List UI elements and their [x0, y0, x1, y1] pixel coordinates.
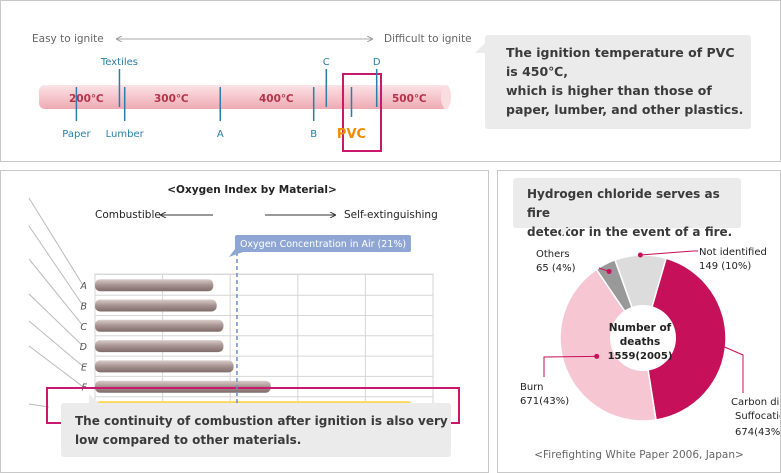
oxygen-fan-line-e	[28, 320, 84, 367]
oxygen-fan-line-pvc	[28, 403, 50, 408]
temperature-tube	[39, 85, 449, 109]
marker-label-b: B	[310, 129, 317, 140]
air-oxygen-label-pointer	[228, 249, 243, 257]
oxygen-index-panel: <Oxygen Index by Material> Combustible S…	[0, 170, 489, 473]
ignition-callout: The ignition temperature of PVC is 450℃,…	[475, 35, 751, 129]
pie-value-burn: 671(43%)	[520, 396, 569, 407]
oxygen-fan-line-b	[28, 225, 84, 306]
marker-label-textiles: Textiles	[100, 57, 138, 68]
pvc-highlight-box	[342, 73, 382, 152]
oxygen-category-label-d: D	[80, 342, 87, 353]
pie-label-carbon-dioxide-line2: Suffocation	[735, 411, 780, 422]
deaths-callout-line-1: Hydrogen chloride serves as fire	[527, 187, 720, 220]
ignition-panel: Easy to ignite Difficult to ignite 200℃ 3…	[0, 0, 781, 162]
ignition-callout-line-1: The ignition temperature of PVC	[506, 45, 735, 60]
oxygen-bar-f	[95, 380, 271, 393]
marker-label-c: C	[323, 57, 330, 68]
oxygen-bar-d	[95, 340, 224, 353]
temperature-tube-end	[441, 85, 451, 109]
oxygen-callout-line-2: low compared to other materials.	[75, 433, 302, 447]
pie-value-carbon-dioxide-suffocation: 674(43%)	[735, 427, 780, 438]
pie-leader-burn	[543, 355, 597, 377]
pie-center-label-3: 1559(2005)	[608, 351, 673, 362]
pie-center-label-1: Number of	[609, 322, 672, 334]
marker-label-a: A	[217, 129, 224, 140]
pie-value-others: 65 (4%)	[536, 263, 576, 274]
pie-slice-carbon-dioxide-suffocation	[642, 257, 727, 421]
oxygen-bar-a	[95, 279, 214, 292]
oxygen-fan-line-f	[28, 345, 84, 388]
marker-label-lumber: Lumber	[106, 129, 145, 140]
ignition-diagram: Easy to ignite Difficult to ignite 200℃ 3…	[32, 33, 471, 152]
marker-label-pvc: PVC	[337, 127, 366, 142]
pie-leader-carbon-dioxide-suffocation	[714, 342, 744, 393]
difficult-to-ignite-label: Difficult to ignite	[384, 33, 471, 45]
oxygen-fan-line-c	[28, 258, 84, 327]
oxygen-callout-line-1: The continuity of combustion after ignit…	[75, 414, 448, 428]
pie-center-label-2: deaths	[620, 336, 660, 348]
oxygen-fan-line-a	[28, 197, 84, 286]
oxygen-callout: The continuity of combustion after ignit…	[61, 394, 451, 457]
deaths-callout: Hydrogen chloride serves as fire detecto…	[513, 178, 741, 239]
oxygen-bar-e	[95, 360, 234, 373]
pie-slice-burn	[559, 268, 657, 422]
air-oxygen-label-box	[234, 235, 411, 252]
pie-leader-dot-others	[606, 268, 612, 274]
temp-label-300: 300℃	[154, 93, 189, 105]
pie-leader-dot-carbon-dioxide-suffocation	[711, 339, 717, 345]
ignition-callout-line-3: which is higher than those of	[506, 83, 712, 98]
oxygen-category-label-c: C	[80, 322, 87, 333]
self-extinguishing-label: Self-extinguishing	[344, 209, 438, 221]
pie-label-not-identified: Not identified	[699, 247, 767, 258]
marker-label-paper: Paper	[62, 129, 91, 140]
air-oxygen-label: Oxygen Concentration in Air (21%)	[240, 239, 406, 250]
ignition-callout-line-4: paper, lumber, and other plastics.	[506, 102, 744, 117]
combustible-label: Combustible	[95, 209, 161, 221]
oxygen-bar-b	[95, 299, 217, 312]
oxygen-fan-line-d	[28, 293, 84, 347]
temp-label-400: 400℃	[259, 93, 294, 105]
ignition-callout-line-2: is 450℃,	[506, 64, 569, 79]
deaths-pie-chart: Number of deaths 1559(2005) Not identifi…	[520, 247, 780, 461]
oxygen-category-label-a: A	[80, 281, 88, 292]
deaths-callout-line-2: detector in the event of a fire.	[527, 225, 733, 239]
pie-leader-not-identified	[640, 250, 698, 256]
oxygen-category-label-b: B	[80, 302, 87, 313]
deaths-panel: Hydrogen chloride serves as fire detecto…	[497, 170, 781, 473]
temp-label-500: 500℃	[392, 93, 427, 105]
oxygen-bar-c	[95, 319, 224, 332]
temp-label-200: 200℃	[69, 93, 104, 105]
oxygen-chart-title: <Oxygen Index by Material>	[167, 184, 337, 196]
pie-value-not-identified: 149 (10%)	[699, 261, 751, 272]
marker-label-d: D	[373, 57, 381, 68]
easy-to-ignite-label: Easy to ignite	[32, 33, 104, 45]
pie-leader-dot-not-identified	[637, 252, 643, 258]
pie-center-hole	[610, 305, 676, 371]
oxygen-category-label-e: E	[81, 362, 87, 373]
pie-label-burn: Burn	[520, 382, 543, 393]
pie-label-others: Others	[536, 249, 570, 260]
pie-source-label: <Firefighting White Paper 2006, Japan>	[534, 449, 744, 461]
oxygen-index-chart: <Oxygen Index by Material> Combustible S…	[28, 184, 460, 429]
pie-leader-dot-burn	[594, 353, 600, 359]
pie-label-carbon-dioxide-line1: Carbon dioxide/	[731, 397, 780, 408]
